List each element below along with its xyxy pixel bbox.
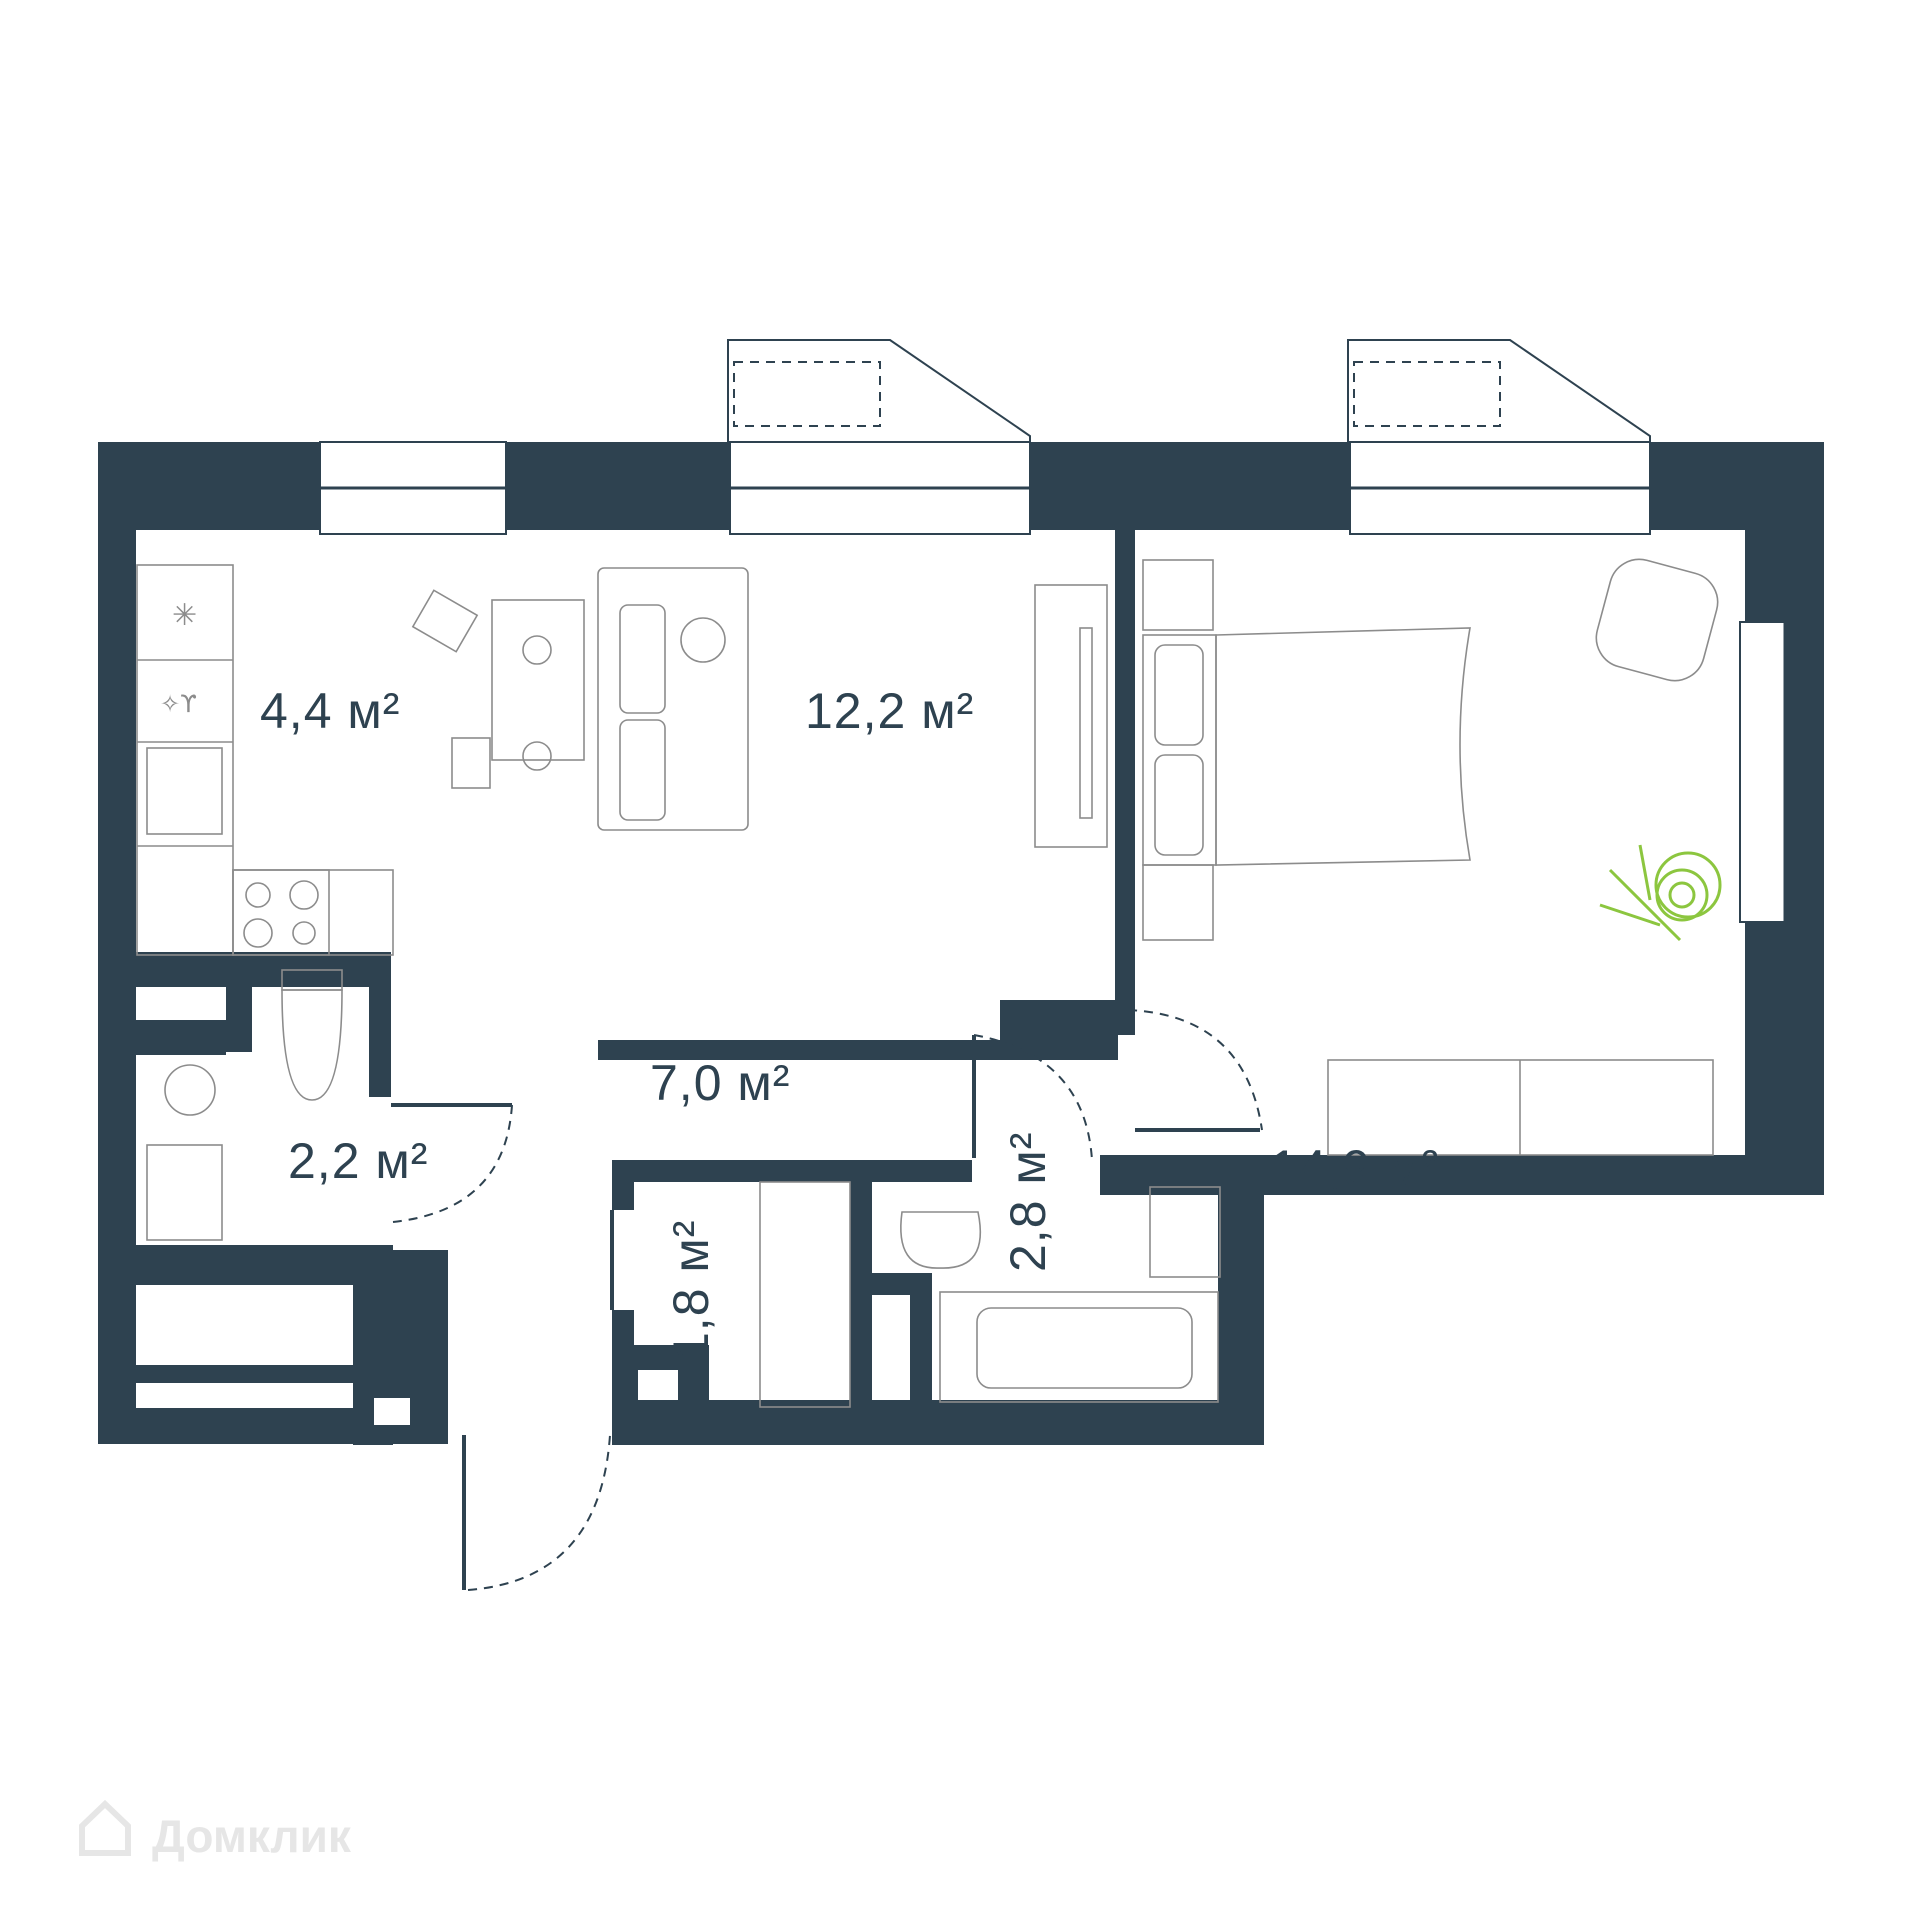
bed (1215, 627, 1471, 866)
wc-area-label: 2,2 м² (288, 1133, 428, 1189)
storage-wall-b (98, 1365, 393, 1383)
wc-wall-right (369, 952, 391, 1097)
kitchen-counter (136, 564, 234, 956)
bathroom-wall-right (1218, 1155, 1264, 1445)
entrance-door-swing (467, 1434, 611, 1591)
shaft-void (374, 1398, 410, 1425)
living-area-label: 12,2 м² (805, 683, 974, 739)
storage-niche-b (136, 1388, 353, 1408)
toilet-icon (281, 989, 343, 1101)
wc-sink-icon (146, 1144, 223, 1241)
storage-niche-a (136, 1290, 353, 1360)
hall-area-label: 7,0 м² (650, 1055, 790, 1111)
plate-icon (522, 635, 552, 665)
doors (391, 1009, 1263, 1591)
closet-shelf (759, 1181, 851, 1408)
watermark: Домклик (79, 1799, 352, 1862)
furniture: ✳ ✧ϒ (136, 558, 1722, 1408)
bed-headboard (1142, 634, 1217, 866)
outer-wall-bottom-mid (612, 1400, 1264, 1445)
armchair (1595, 558, 1719, 682)
outer-wall-left (98, 442, 136, 1444)
watermark-text: Домклик (152, 1810, 352, 1862)
nightstand (1142, 864, 1214, 941)
closet-shaft-void (638, 1370, 678, 1400)
person-icon (680, 617, 726, 663)
closet-wall-left-bottom (612, 1310, 634, 1422)
window-bedroom-side (1739, 621, 1786, 923)
bathtub (939, 1291, 1219, 1403)
bath-shaft-void (876, 1308, 906, 1400)
hall-partition-block (1000, 1000, 1118, 1060)
bath-sink-icon (1149, 1186, 1221, 1278)
hall-partition (598, 1040, 1118, 1060)
house-logo-icon (79, 1799, 131, 1856)
washing-machine-icon (164, 1064, 216, 1116)
closet-area-label: 1,8 м² (663, 1220, 719, 1360)
nightstand (1142, 559, 1214, 631)
chair-icon (451, 737, 491, 789)
bedroom-area-label: 14,9 м² (1270, 1140, 1439, 1196)
storage-wall-a (98, 1245, 393, 1285)
wc-door-swing (392, 1104, 513, 1223)
bedroom-partition-stub (1115, 990, 1135, 1035)
wc-wall-top (136, 952, 391, 987)
wc-wall-inner (226, 952, 252, 1052)
wc-niche (136, 990, 224, 1018)
chair-icon (411, 589, 479, 653)
pillow (1154, 644, 1204, 746)
bay-bedroom-dashed (1353, 361, 1501, 427)
bay-bedroom (1347, 339, 1651, 443)
bay-windows (727, 339, 1651, 443)
kitchen-sink-icon (146, 747, 223, 835)
plate-icon (522, 741, 552, 771)
bedroom-partition (1115, 528, 1135, 1000)
stove-icon (232, 869, 330, 956)
bath-toilet-icon (900, 1211, 982, 1269)
bath-wall-low (910, 1295, 932, 1405)
kitchen-area-label: 4,4 м² (260, 683, 400, 739)
closet-wall-left-top (612, 1160, 634, 1210)
pillow (1154, 754, 1204, 856)
wetblock-wall-top (612, 1160, 972, 1182)
tv-stand (1034, 584, 1108, 848)
walls (98, 442, 1824, 1445)
bath-door-swing (973, 1034, 1093, 1161)
plant-icon (1599, 844, 1722, 942)
bathroom-area-label: 2,8 м² (1000, 1132, 1056, 1272)
bath-wall-top-right (1100, 1155, 1265, 1177)
dining-table (491, 599, 585, 761)
bay-living-dashed (733, 361, 881, 427)
tv-icon (1079, 627, 1093, 819)
closet-bath-wall (850, 1160, 872, 1422)
bay-living (727, 339, 1031, 443)
bedroom-door-swing (1127, 1009, 1263, 1131)
wc-wall-notch (136, 1020, 226, 1055)
fridge-icon: ✳ (172, 598, 197, 633)
dishwasher-icon: ✧ϒ (160, 690, 197, 718)
bath-wall-mid (872, 1273, 932, 1295)
sofa (597, 567, 749, 831)
